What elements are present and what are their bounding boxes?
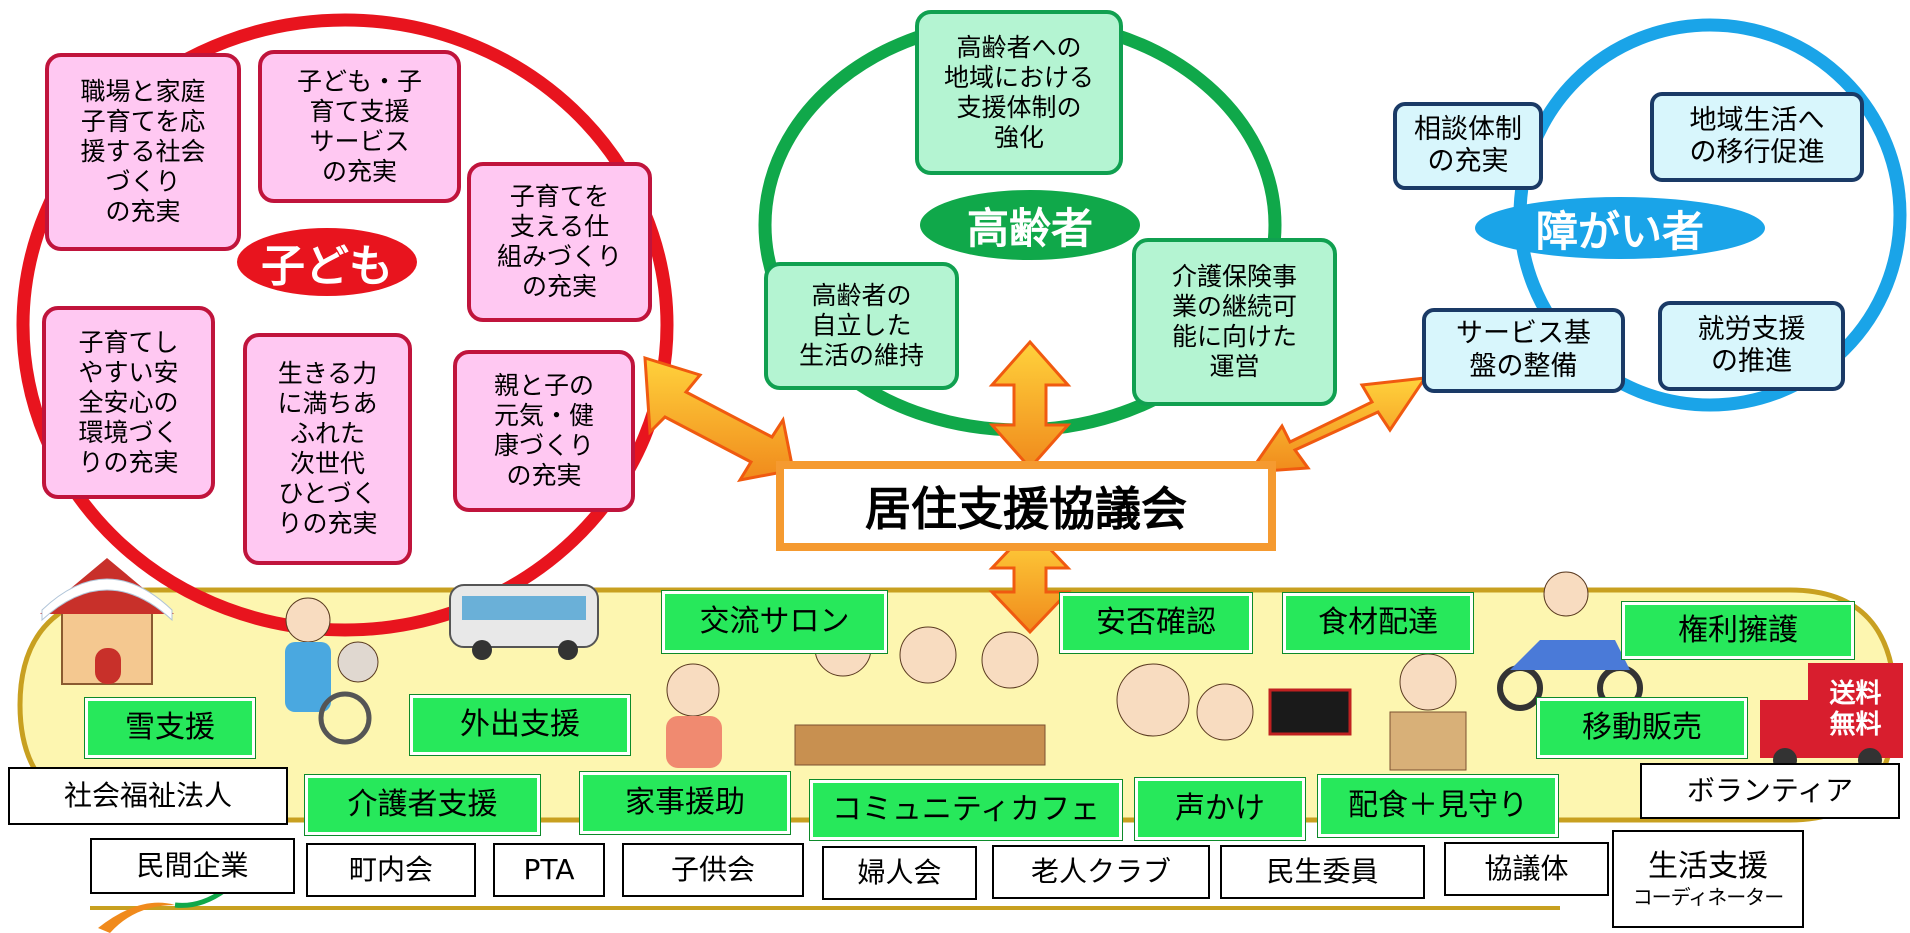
children-item: 親と子の 元気・健 康づくり の充実 [453,350,635,512]
delivery-man-icon [1389,653,1467,771]
children-item: 職場と家庭 子育てを応 援する社会 づくり の充実 [45,53,241,251]
snow-house-icon [40,558,174,685]
service-item: 介護者支援 [304,774,541,836]
bento-box-icon [1268,688,1352,736]
double-arrow-icon [988,339,1072,471]
actor-item: 民間企業 [90,838,295,894]
service-item: 配食＋見守り [1317,774,1559,838]
free-shipping-text: 送料 無料 [1829,678,1882,740]
service-item: 移動販売 [1536,697,1748,759]
elderly-item: 介護保険事 業の継続可 能に向けた 運営 [1132,238,1337,406]
elderly-item: 高齢者の 自立した 生活の維持 [764,262,959,390]
residential-support-council: 居住支援協議会 [776,461,1276,551]
service-item: 外出支援 [409,694,631,756]
disabled-item: サービス基 盤の整備 [1422,308,1625,393]
disabled-item: 地域生活へ の移行促進 [1650,92,1864,182]
truck-icon [1760,663,1903,772]
children-circle [16,13,674,637]
service-item: 声かけ [1134,777,1306,841]
actor-item: 子供会 [622,843,804,897]
service-item: 食材配達 [1282,592,1474,654]
service-item: 交流サロン [661,590,888,654]
service-item: 雪支援 [84,697,256,759]
grandmother-icon [1116,663,1254,741]
children-item: 生きる力 に満ちあ ふれた 次世代 ひとづく りの充実 [243,333,412,565]
logo-swoosh-icon [98,887,227,933]
actor-item: 老人クラブ [992,845,1210,899]
cook-woman-icon [666,663,722,768]
service-item: 家事援助 [579,771,791,835]
service-item: コミュニティカフェ [809,779,1123,841]
children-item: 子ども・子 育て支援 サービス の充実 [258,50,461,203]
children-label: 子ども [237,228,417,296]
coordinator-line2: コーディネーター [1632,885,1785,909]
coordinator-line1: 生活支援 [1648,849,1768,884]
actor-item: 社会福祉法人 [8,767,288,825]
actor-item: PTA [493,843,605,897]
double-arrow-icon [988,525,1072,635]
elderly-label: 高齢者 [920,190,1140,260]
actor-item: 協議体 [1444,842,1609,896]
life-support-coordinator: 生活支援 コーディネーター [1612,830,1804,928]
service-item: 権利擁護 [1621,601,1855,660]
actor-item: 町内会 [306,843,476,897]
disabled-label: 障がい者 [1475,197,1765,259]
elderly-item: 高齢者への 地域における 支援体制の 強化 [915,10,1123,175]
disabled-item: 相談体制 の充実 [1393,102,1543,190]
children-item: 子育てし やすい安 全安心の 環境づく りの充実 [42,306,215,499]
actor-item: ボランティア [1640,763,1900,819]
bus-icon [449,584,599,660]
service-item: 安否確認 [1059,592,1253,654]
disabled-item: 就労支援 の推進 [1658,301,1845,391]
children-item: 子育てを 支える仕 組みづくり の充実 [467,162,652,322]
motorbike-icon [1497,571,1643,711]
actor-item: 民生委員 [1220,845,1425,899]
actor-item: 婦人会 [822,846,977,900]
caregiver-wheelchair-icon [285,597,379,745]
